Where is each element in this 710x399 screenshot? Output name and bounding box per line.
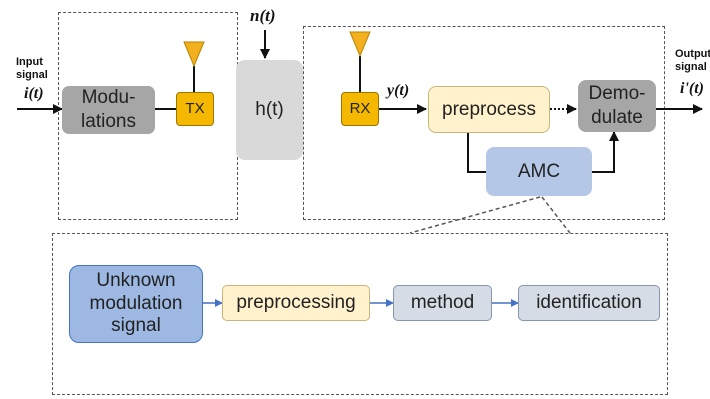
output-signal-label: Output signal xyxy=(675,48,710,73)
method-block: method xyxy=(393,285,492,321)
zoom-line-left xyxy=(409,196,541,234)
preprocess-to-amc-line xyxy=(467,133,486,173)
noise-label: n(t) xyxy=(250,6,276,25)
tx-antenna-icon xyxy=(183,41,205,68)
preprocess-block: preprocess xyxy=(428,86,550,133)
unknown-modulation-signal-label: Unknown modulation signal xyxy=(89,269,183,337)
rx-label: RX xyxy=(349,99,371,117)
preprocess-label: preprocess xyxy=(442,98,536,120)
method-label: method xyxy=(410,292,475,314)
amc-label: AMC xyxy=(517,160,561,182)
identification-label: identification xyxy=(536,292,642,314)
modulations-block: Modu- lations xyxy=(62,86,155,134)
identification-block: identification xyxy=(518,285,660,321)
channel-label: h(t) xyxy=(255,99,284,121)
amc-detail-group-box xyxy=(52,233,668,395)
amc-to-demod-arrow xyxy=(592,131,619,173)
demodulate-label: Demo- dulate xyxy=(588,83,646,128)
receiver-group-box xyxy=(303,26,665,220)
tx-block: TX xyxy=(176,92,214,126)
output-variable-label: i'(t) xyxy=(680,80,704,97)
received-signal-label: y(t) xyxy=(387,82,410,99)
demodulate-block: Demo- dulate xyxy=(578,80,656,132)
tx-label: TX xyxy=(185,99,205,117)
rx-antenna-icon xyxy=(349,31,371,58)
preprocessing-label: preprocessing xyxy=(236,292,356,314)
zoom-line-right xyxy=(541,196,571,234)
input-signal-label: Input signal xyxy=(16,56,48,81)
unknown-modulation-signal-block: Unknown modulation signal xyxy=(69,265,203,343)
modulations-label: Modu- lations xyxy=(81,87,136,132)
input-variable-label: i(t) xyxy=(24,85,44,102)
preprocessing-block: preprocessing xyxy=(222,285,370,321)
amc-block: AMC xyxy=(486,147,592,196)
rx-block: RX xyxy=(341,92,379,126)
channel-block: h(t) xyxy=(236,60,303,160)
